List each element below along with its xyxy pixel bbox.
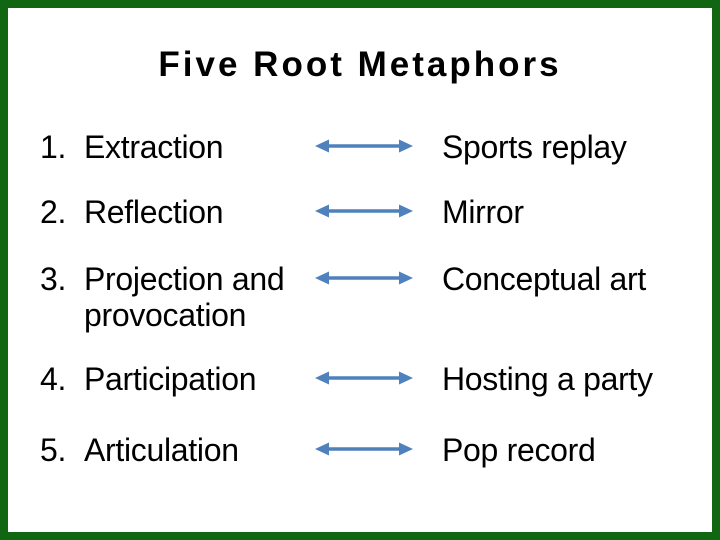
metaphor-label: Mirror bbox=[442, 194, 524, 230]
double-arrow-icon bbox=[315, 204, 413, 218]
slide-title: Five Root Metaphors bbox=[158, 45, 562, 84]
item-number: 3. bbox=[40, 261, 67, 297]
concept-label: Participation bbox=[84, 361, 257, 397]
double-arrow-icon bbox=[315, 442, 413, 456]
double-arrow-icon bbox=[315, 271, 413, 285]
concept-label: Projection and provocation bbox=[84, 261, 285, 333]
double-arrow-icon bbox=[315, 139, 413, 153]
concept-label: Extraction bbox=[84, 129, 224, 165]
item-number: 5. bbox=[40, 432, 67, 468]
metaphor-label: Conceptual art bbox=[442, 261, 646, 297]
metaphor-label: Sports replay bbox=[442, 129, 627, 165]
concept-label: Articulation bbox=[84, 432, 239, 468]
metaphor-label: Pop record bbox=[442, 432, 596, 468]
item-number: 4. bbox=[40, 361, 67, 397]
item-number: 1. bbox=[40, 129, 67, 165]
metaphor-label: Hosting a party bbox=[442, 361, 653, 397]
double-arrow-icon bbox=[315, 371, 413, 385]
concept-label: Reflection bbox=[84, 194, 224, 230]
item-number: 2. bbox=[40, 194, 67, 230]
